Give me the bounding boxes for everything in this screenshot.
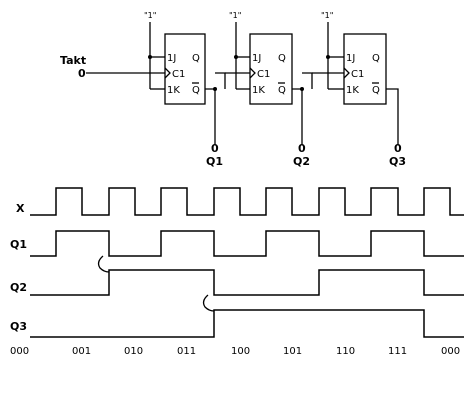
clock-edge-marker <box>343 67 350 79</box>
high-label-3: "1" <box>321 11 333 20</box>
clock-label: Takt <box>60 54 86 67</box>
q3-waveform <box>30 309 464 338</box>
clock-edge-marker <box>249 67 256 79</box>
q3-level: 0 <box>394 142 402 155</box>
ff2-to-ff3-wire <box>302 72 313 89</box>
state-label: 011 <box>177 346 196 357</box>
q1-waveform <box>30 230 464 257</box>
clock-input-label: C1 <box>351 69 364 80</box>
clock-input-label: C1 <box>257 69 270 80</box>
state-label: 000 <box>10 346 29 357</box>
q1-signal-label: Q1 <box>10 238 27 251</box>
k-input-label: 1K <box>167 85 180 96</box>
state-label: 101 <box>283 346 302 357</box>
q3-output-wire <box>386 88 399 145</box>
q2-q3-transition-arrow <box>202 294 215 312</box>
q1-q2-transition-arrow <box>97 255 110 273</box>
flip-flop-2: "1" 1J C1 1K Q Q 0 Q2 <box>225 11 313 168</box>
state-label: 010 <box>124 346 143 357</box>
qn-output-label: Q <box>192 85 200 96</box>
q2-signal-label: Q2 <box>10 281 27 294</box>
clock-level: 0 <box>78 67 86 80</box>
q-output-label: Q <box>372 53 380 64</box>
junction-dot <box>148 55 152 59</box>
q2-waveform <box>30 269 464 296</box>
high-label-2: "1" <box>229 11 241 20</box>
junction-dot <box>234 55 238 59</box>
q1-level: 0 <box>211 142 219 155</box>
state-label: 100 <box>231 346 250 357</box>
q2-output-label: Q2 <box>293 155 310 168</box>
q2-output-wire <box>292 88 303 145</box>
schematic: Takt 0 "1" 1J C1 1K Q Q 0 Q1 "1" <box>60 11 406 168</box>
k-input-label: 1K <box>252 85 265 96</box>
q-output-label: Q <box>192 53 200 64</box>
state-label: 111 <box>388 346 407 357</box>
flip-flop-3: "1" 1J C1 1K Q Q 0 Q3 <box>312 11 406 168</box>
q-output-label: Q <box>278 53 286 64</box>
qn-output-label: Q <box>372 85 380 96</box>
j-input-label: 1J <box>252 53 261 64</box>
clock-waveform <box>30 187 464 216</box>
flip-flop-box-2 <box>249 33 293 105</box>
ff1-to-ff2-wire <box>215 72 226 89</box>
q3-output-label: Q3 <box>389 155 406 168</box>
junction-dot <box>326 55 330 59</box>
x-signal-label: X <box>16 202 25 215</box>
clock-edge-marker <box>164 67 171 79</box>
state-label: 001 <box>72 346 91 357</box>
q1-output-label: Q1 <box>206 155 223 168</box>
qn-output-label: Q <box>278 85 286 96</box>
q3-signal-label: Q3 <box>10 320 27 333</box>
flip-flop-1: "1" 1J C1 1K Q Q 0 Q1 <box>144 11 226 168</box>
clock-input-label: C1 <box>172 69 185 80</box>
high-label-1: "1" <box>144 11 156 20</box>
j-input-label: 1J <box>346 53 355 64</box>
q1-output-wire <box>205 88 216 145</box>
state-label: 000 <box>441 346 460 357</box>
flip-flop-box-3 <box>343 33 387 105</box>
k-input-label: 1K <box>346 85 359 96</box>
flip-flop-box-1 <box>164 33 206 105</box>
timing-diagram: X Q1 Q2 Q3 000 001 010 011 100 101 110 1… <box>10 187 464 357</box>
state-label: 110 <box>336 346 355 357</box>
q2-level: 0 <box>298 142 306 155</box>
j-input-label: 1J <box>167 53 176 64</box>
